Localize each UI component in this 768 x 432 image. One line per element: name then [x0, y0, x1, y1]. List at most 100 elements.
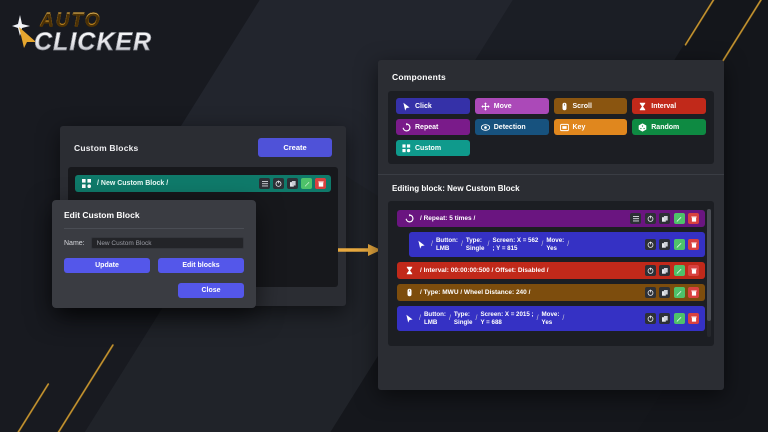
field-line1: Screen: X = 562 — [492, 236, 539, 244]
block-field: Button:LMB — [424, 311, 446, 327]
field-line2: Single — [465, 244, 485, 252]
edit-blocks-button[interactable]: Edit blocks — [158, 258, 244, 273]
field-separator: / — [448, 315, 451, 322]
edit-icon[interactable] — [301, 178, 312, 189]
custom-block-actions — [259, 178, 326, 189]
scrollbar-thumb[interactable] — [707, 209, 711, 321]
copy-icon[interactable] — [287, 178, 298, 189]
delete-icon[interactable] — [688, 239, 699, 250]
modal-title: Edit Custom Block — [64, 210, 140, 220]
power-icon[interactable] — [644, 265, 656, 276]
hourglass-icon — [403, 266, 415, 275]
custom-blocks-title: Custom Blocks — [74, 142, 139, 153]
edit-icon[interactable] — [673, 313, 685, 324]
delete-icon[interactable] — [688, 265, 699, 276]
component-label: Detection — [493, 123, 526, 131]
edit-icon[interactable] — [673, 265, 685, 276]
block-field: Screen: X = 562; Y = 815 — [492, 237, 538, 253]
power-icon[interactable] — [644, 239, 656, 250]
block-actions — [644, 313, 699, 324]
create-button[interactable]: Create — [258, 138, 332, 157]
component-button-detection[interactable]: Detection — [474, 119, 549, 135]
copy-icon[interactable] — [659, 313, 670, 324]
power-icon[interactable] — [273, 178, 284, 189]
repeat-icon — [403, 214, 415, 223]
logo-text-auto: AUTO — [40, 10, 102, 31]
modal-divider — [64, 228, 244, 229]
list-icon[interactable] — [630, 213, 641, 224]
component-label: Custom — [415, 144, 442, 152]
field-line2: Yes — [541, 318, 553, 326]
grid-icon — [402, 143, 411, 153]
delete-icon[interactable] — [688, 313, 699, 324]
power-icon[interactable] — [644, 313, 656, 324]
edit-icon[interactable] — [673, 213, 685, 224]
power-icon[interactable] — [644, 287, 656, 298]
delete-icon[interactable] — [688, 213, 699, 224]
delete-icon[interactable] — [315, 178, 326, 189]
field-line2: LMB — [423, 318, 438, 326]
copy-icon[interactable] — [659, 239, 670, 250]
cursor-icon — [403, 314, 415, 323]
block-text: / Interval: 00:00:00:500 / Offset: Disab… — [420, 267, 549, 274]
component-button-key[interactable]: Key — [553, 119, 628, 135]
field-line2: Y = 688 — [480, 318, 502, 326]
block-actions — [644, 239, 699, 250]
blocks-scrollbar[interactable] — [707, 209, 711, 337]
field-separator: / — [536, 315, 539, 322]
block-row[interactable]: /Button:LMB/Type:Single/Screen: X = 2015… — [397, 306, 705, 331]
component-label: Random — [651, 123, 680, 131]
edit-custom-block-modal: Edit Custom Block Name: Update Edit bloc… — [52, 200, 256, 308]
field-separator: / — [419, 315, 421, 322]
delete-icon[interactable] — [688, 287, 699, 298]
copy-icon[interactable] — [659, 213, 670, 224]
block-text: / Repeat: 5 times / — [420, 215, 476, 222]
block-row[interactable]: / Interval: 00:00:00:500 / Offset: Disab… — [397, 262, 705, 279]
component-button-random[interactable]: Random — [632, 119, 706, 135]
component-button-scroll[interactable]: Scroll — [553, 98, 628, 114]
edit-icon[interactable] — [673, 239, 685, 250]
block-row[interactable]: / Type: MWU / Wheel Distance: 240 / — [397, 284, 705, 301]
copy-icon[interactable] — [659, 287, 670, 298]
field-line2: LMB — [435, 244, 450, 252]
field-line1: Type: — [465, 236, 482, 244]
block-field: Move:Yes — [542, 311, 560, 327]
list-icon[interactable] — [259, 178, 270, 189]
component-button-repeat[interactable]: Repeat — [396, 119, 470, 135]
field-separator: / — [431, 241, 433, 248]
block-row[interactable]: / Repeat: 5 times / — [397, 210, 705, 227]
custom-blocks-header: Custom Blocks Create — [60, 126, 346, 165]
update-button[interactable]: Update — [64, 258, 150, 273]
modal-button-row: Update Edit blocks — [64, 258, 244, 273]
component-button-click[interactable]: Click — [396, 98, 470, 114]
block-row[interactable]: /Button:LMB/Type:Single/Screen: X = 562;… — [409, 232, 705, 257]
component-button-move[interactable]: Move — [474, 98, 549, 114]
field-line1: Type: — [453, 310, 470, 318]
block-field: Button:LMB — [436, 237, 458, 253]
block-field: Move:Yes — [546, 237, 564, 253]
field-separator: / — [562, 315, 565, 322]
field-separator: / — [541, 241, 544, 248]
panel-divider — [378, 174, 724, 175]
component-button-custom[interactable]: Custom — [396, 140, 470, 156]
component-label: Repeat — [415, 123, 439, 131]
cursor-star-icon — [12, 15, 36, 48]
field-separator: / — [567, 241, 570, 248]
edit-icon[interactable] — [673, 287, 685, 298]
cursor-icon — [402, 102, 411, 111]
component-button-interval[interactable]: Interval — [632, 98, 706, 114]
close-button[interactable]: Close — [178, 283, 244, 298]
component-label: Move — [493, 102, 512, 110]
move-icon — [481, 101, 490, 111]
name-input[interactable] — [90, 237, 244, 249]
component-label: Scroll — [572, 102, 592, 110]
custom-blocks-icon — [80, 179, 92, 188]
flow-arrow-icon — [338, 244, 381, 256]
copy-icon[interactable] — [659, 265, 670, 276]
block-fields: /Button:LMB/Type:Single/Screen: X = 562;… — [431, 237, 645, 253]
block-actions — [644, 265, 699, 276]
list-item-custom-block[interactable]: / New Custom Block / — [75, 175, 331, 192]
power-icon[interactable] — [644, 213, 656, 224]
